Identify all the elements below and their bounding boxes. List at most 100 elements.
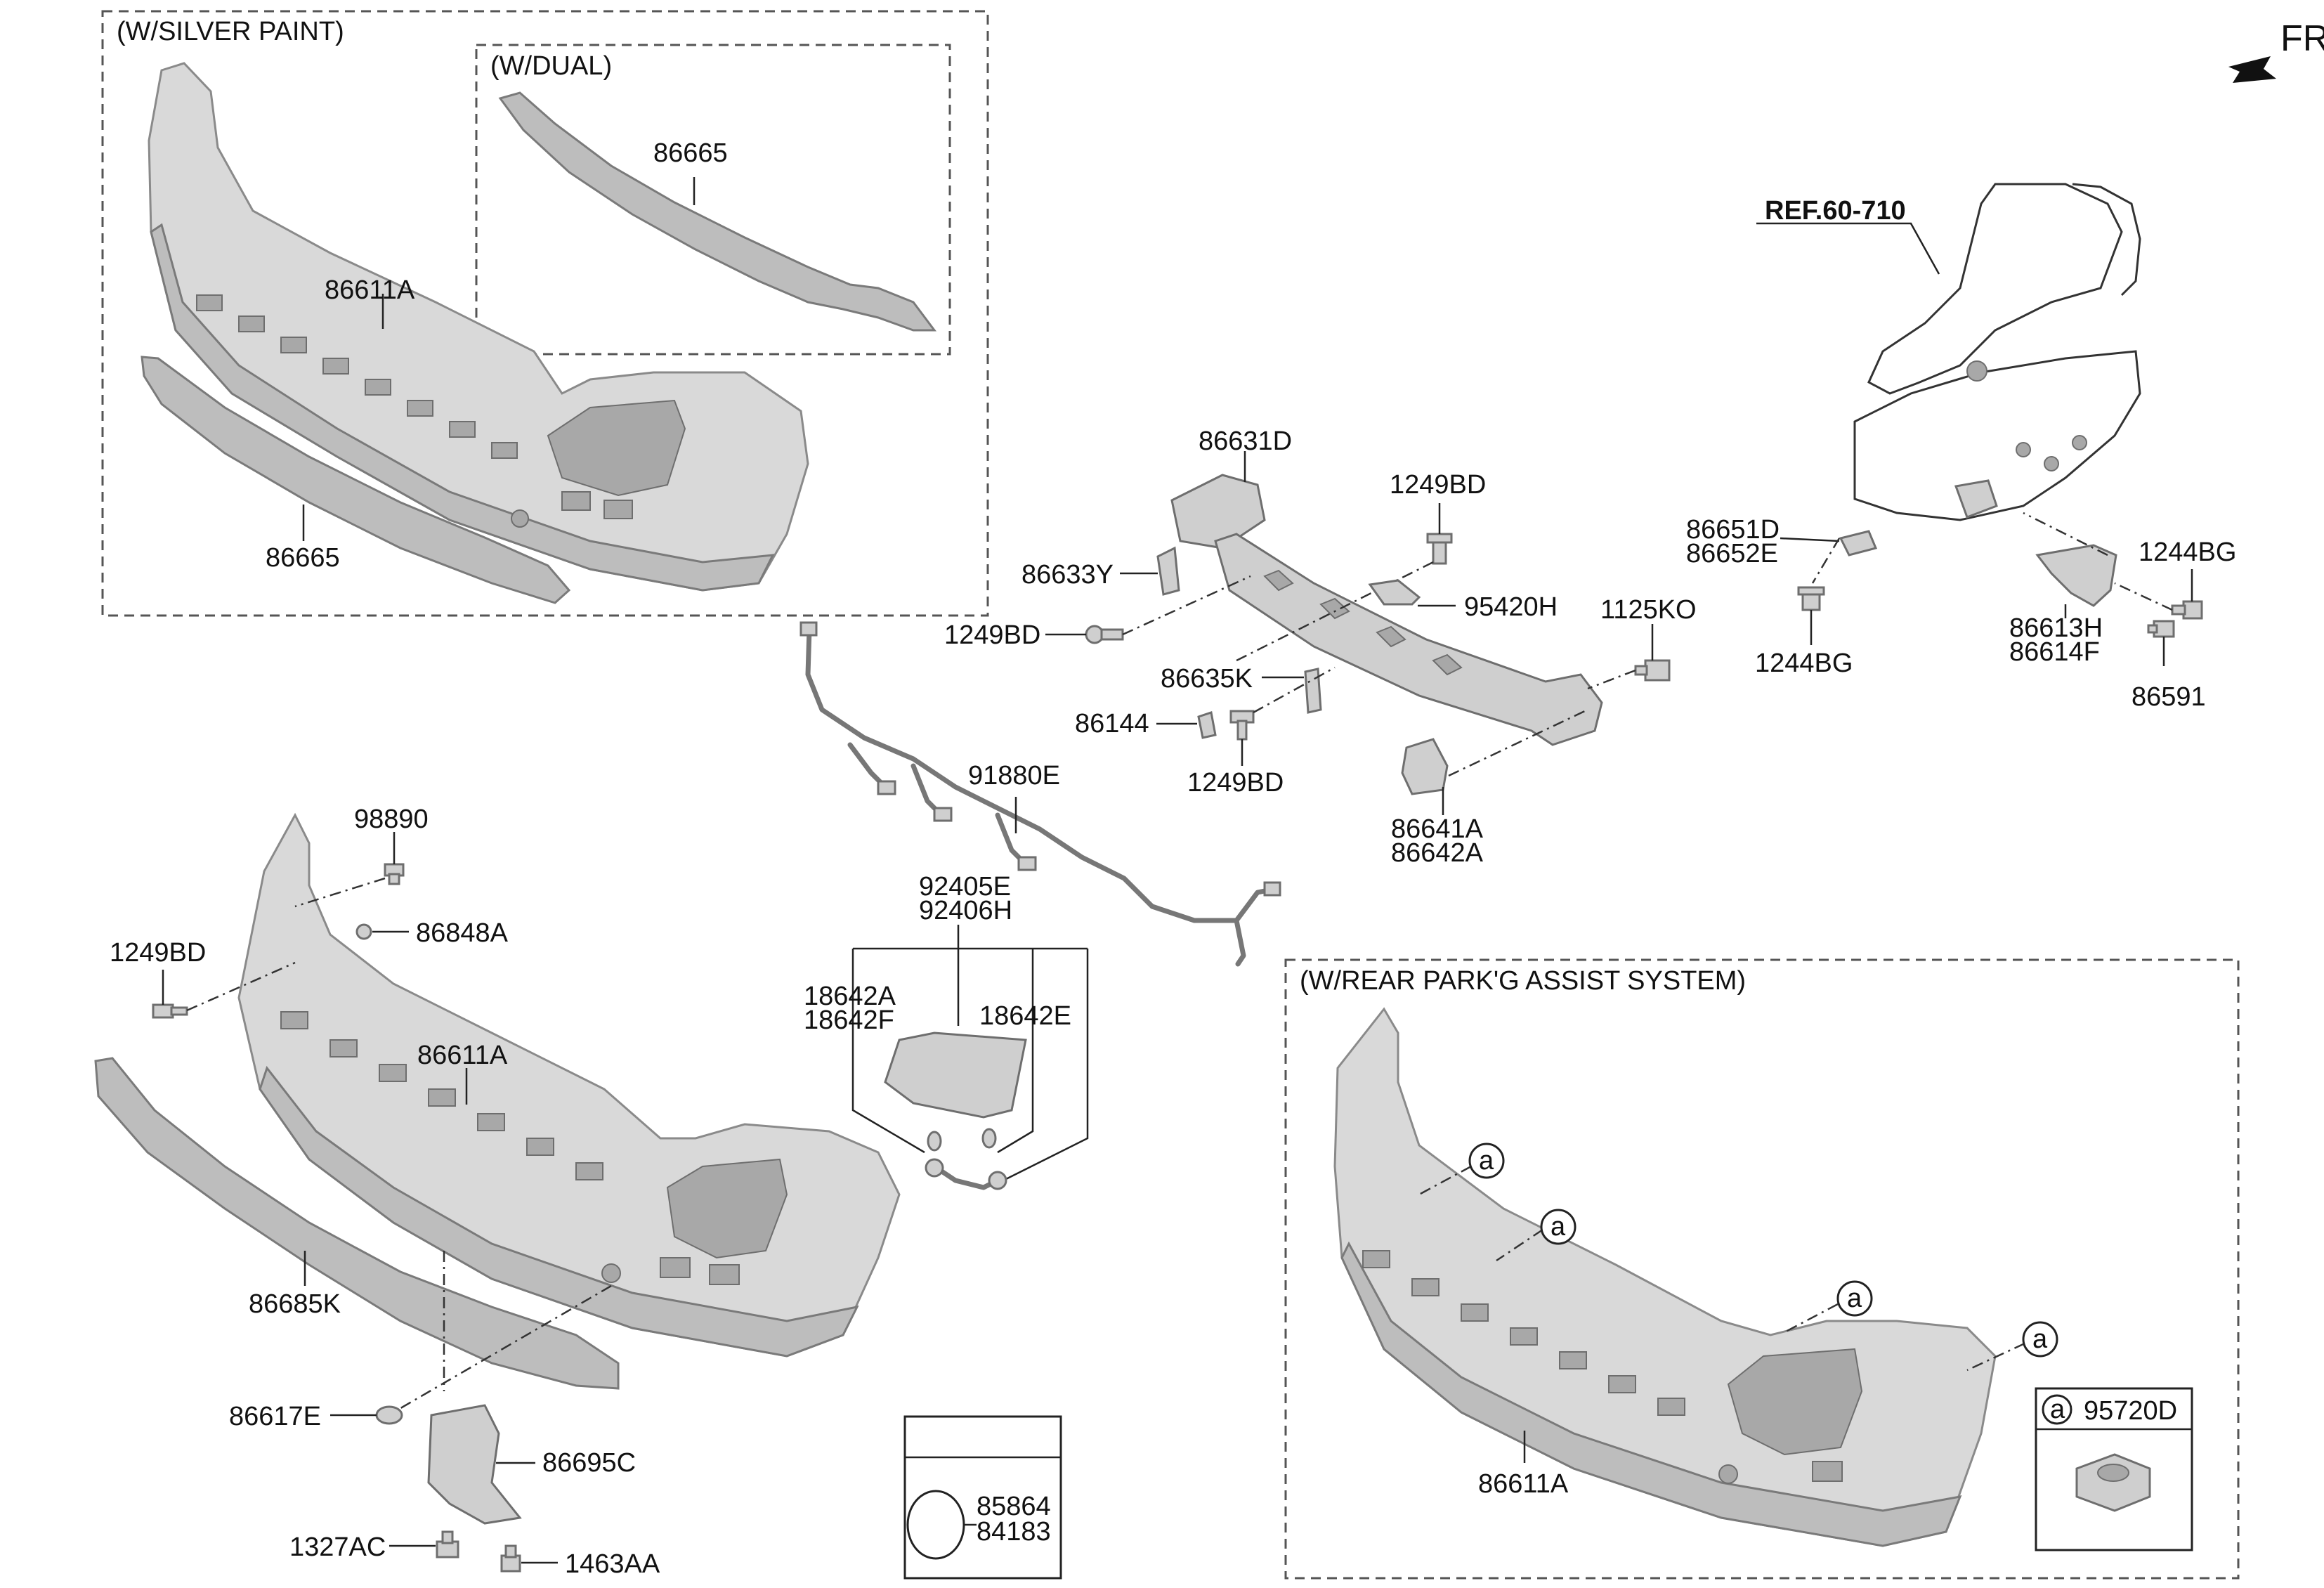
screw-1249BD-mid [1085,625,1124,644]
label-92405E: 92405E [919,872,1011,902]
vehicle-body-reference [1853,183,2141,521]
label-18642A: 18642A [804,982,896,1011]
leader-92405E-group [851,925,1089,1182]
callout-marker: a [2032,1325,2048,1354]
sensor-95720D-marker-circle [2042,1394,2072,1425]
reference-label: REF.60-710 [1765,196,1906,226]
silver-bumper-cover [148,62,809,592]
reflector-lamp [884,1031,1027,1119]
label-91880E: 91880E [968,761,1060,790]
skid-plate-86685K [94,1057,620,1390]
centerline-1249BD-mid [1122,575,1251,636]
label-95420H: 95420H [1464,592,1558,622]
label-1125KO: 1125KO [1600,595,1697,625]
label-86631D: 86631D [1199,427,1292,456]
clip-86848A [355,923,372,940]
centerline-86613H [2023,512,2108,557]
label-1249BD-low: 1249BD [1187,768,1284,798]
label-1244BG-right: 1244BG [2139,538,2236,567]
front-arrow-icon [2228,56,2276,83]
label-86635K: 86635K [1161,664,1253,694]
label-86613H: 86613H [2009,613,2103,643]
centerline-86651D [1811,538,1841,584]
bumper-beam-assembly [1170,474,1603,746]
callout-marker: a [1479,1146,1494,1176]
leader-ref [1756,222,1940,275]
screw-98890 [384,863,405,885]
sensor-callout-2: a [1496,1209,1576,1262]
bolt-1244BG-right [2171,600,2203,620]
tape-item-box [903,1415,1062,1580]
label-1249BD-mid: 1249BD [944,620,1040,650]
label-86611A-main: 86611A [417,1041,508,1070]
centerline-1125KO [1587,669,1636,690]
label-86695C: 86695C [542,1448,636,1478]
label-86685K: 86685K [249,1289,341,1319]
label-18642E: 18642E [979,1001,1071,1031]
bolt-86591 [2147,620,2175,638]
label-1249BD-top: 1249BD [1390,470,1486,500]
label-98890: 98890 [354,805,429,834]
bracket-86641A [1401,738,1449,795]
centerline-86617E [393,1284,612,1414]
park-assist-group-box [1284,958,2240,1580]
label-1327AC: 1327AC [289,1532,386,1562]
bracket-86635K [1304,668,1322,714]
callout-marker: a [1847,1284,1862,1313]
label-86652E: 86652E [1686,539,1778,568]
label-86642A: 86642A [1391,838,1484,868]
screw-1249BD-low [1229,710,1255,741]
centerline-86641A [1448,708,1588,777]
tape-pad-shape [906,1490,965,1560]
nut-1327AC [436,1530,459,1558]
bracket-86613H [2035,544,2117,607]
clip-86144 [1197,711,1217,739]
cap-86617E [375,1405,403,1425]
front-direction-marker: FR [2228,18,2324,83]
bracket-86633Y [1156,546,1180,596]
label-85864: 85864 [977,1492,1051,1521]
label-86614F: 86614F [2009,637,2100,667]
front-label: FR [2280,18,2324,59]
centerline-1249BD-left [186,961,296,1012]
centerline-1249BD-top [1236,561,1434,662]
label-86848A: 86848A [416,918,509,948]
bolt-1244BG-left [1797,586,1825,611]
leader-86651D [1780,537,1840,542]
sensor-95720D-box [2035,1387,2193,1551]
centerline-98890 [294,877,386,908]
parking-sensor-95720D [2075,1453,2151,1512]
sensor-callout-4: a [1966,1321,2058,1372]
label-92406H: 92406H [919,896,1012,925]
label-1463AA: 1463AA [565,1549,660,1579]
label-86651D: 86651D [1686,515,1780,545]
label-86665-dual: 86665 [653,138,728,168]
sensor-95420H [1368,579,1421,606]
label-86633Y: 86633Y [1021,560,1114,590]
centerline-1244BG-right [2114,582,2173,611]
label-86617E: 86617E [229,1402,321,1431]
label-86641A: 86641A [1391,814,1484,844]
park-assist-group-label: (W/REAR PARK'G ASSIST SYSTEM) [1300,966,1746,996]
park-assist-bumper-cover [1333,1007,1997,1547]
dual-group-label: (W/DUAL) [490,51,612,81]
parking-sensor-face [2097,1464,2129,1482]
centerline-1249BD-low [1253,666,1336,714]
main-bumper-cover [237,812,901,1358]
sensor-95720D-marker: a [2050,1395,2065,1424]
silver-paint-group-box [101,10,989,617]
label-86611A-silver: 86611A [325,275,415,305]
sensor-callout-1: a [1418,1143,1505,1196]
dual-group-box [475,44,951,356]
screw-1463AA [500,1544,521,1573]
screw-1249BD-left [152,1003,188,1019]
bracket-86695C [427,1404,522,1525]
label-84183: 84183 [977,1517,1051,1547]
label-95720D: 95720D [2084,1396,2177,1426]
silver-paint-group-label: (W/SILVER PAINT) [117,17,344,46]
label-86591: 86591 [2132,682,2206,712]
label-86665-silver: 86665 [266,543,340,573]
silver-skid-plate-shape [141,356,571,604]
wiring-harness-91880E [799,621,1281,967]
